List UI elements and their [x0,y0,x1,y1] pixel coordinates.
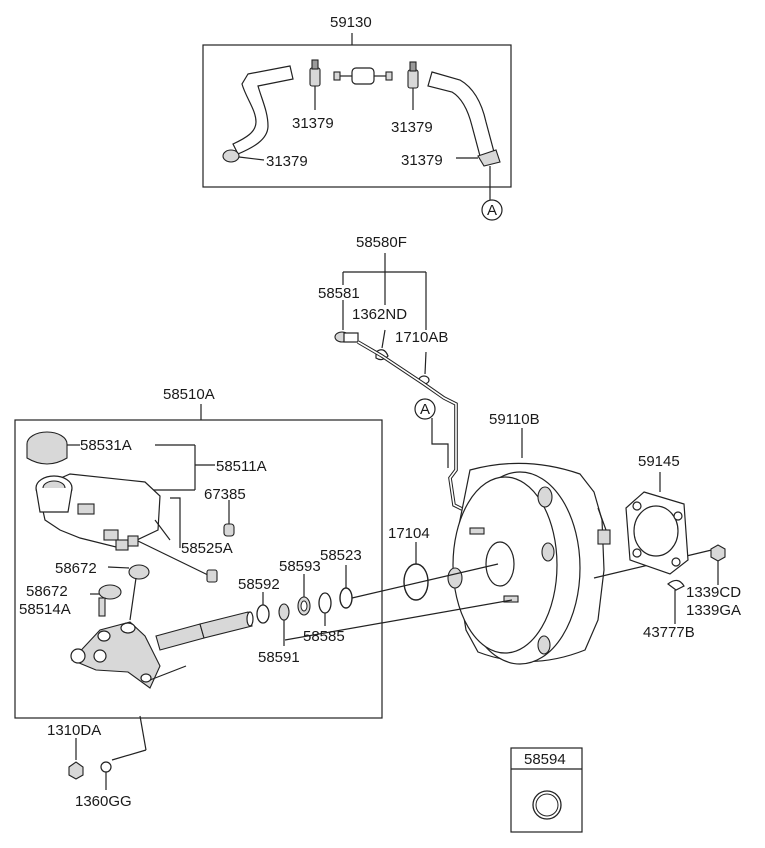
label-1310DA: 1310DA [47,722,101,739]
master-cylinder-body [70,621,161,689]
snap-ring-58523 [339,587,353,609]
label-58591: 58591 [258,649,300,666]
seal-58592 [256,604,270,624]
callout-a-middle [414,398,436,420]
reservoir-seal-lower [98,584,122,600]
label-59110B: 59110B [489,411,540,428]
reservoir-grommet [223,523,235,537]
label-1710AB: 1710AB [395,329,448,346]
label-31379-upper-right: 31379 [391,119,433,136]
label-59145: 59145 [638,453,680,470]
label-43777B: 43777B [643,624,695,641]
label-58581: 58581 [318,285,360,302]
label-58580F: 58580F [356,234,407,251]
left-vacuum-hose [232,65,294,155]
label-59130: 59130 [330,14,372,31]
o-ring-58594 [532,790,562,820]
callout-a-middle-letter: A [420,401,430,418]
label-1339CD: 1339CD [686,584,741,601]
brake-booster [447,428,721,665]
hose-clamp-left [222,149,240,163]
label-58525A: 58525A [181,540,233,557]
label-31379-upper-left: 31379 [292,115,334,132]
fitting-nut-1310DA [68,761,84,780]
right-vacuum-hose [427,71,495,157]
vacuum-pipe [357,340,463,511]
label-58672-upper: 58672 [55,560,97,577]
master-cylinder-box [14,419,383,719]
hose-connector-left [309,59,321,110]
part-58594-box [510,747,583,833]
label-58672-lower: 58672 [26,583,68,600]
label-67385: 67385 [204,486,246,503]
label-58585: 58585 [303,628,345,645]
washer-1360GG [100,761,112,773]
label-58510A: 58510A [163,386,215,403]
hose-connector-right [407,61,419,110]
label-58511A: 58511A [216,458,267,475]
hose-assembly-group [202,33,512,221]
retaining-pin [98,597,106,617]
label-58594: 58594 [524,751,566,768]
booster-gasket [625,472,689,575]
brake-fluid-reservoir [35,473,211,577]
label-58593: 58593 [279,558,321,575]
seal-58591 [278,603,290,621]
label-58531A: 58531A [80,437,132,454]
label-1362ND: 1362ND [352,306,407,323]
label-31379-lower-right: 31379 [401,152,443,169]
vacuum-pipe-group [334,253,463,511]
label-31379-lower-left: 31379 [266,153,308,170]
label-1339GA: 1339GA [686,602,741,619]
check-valve [333,67,393,85]
piston-assembly [155,611,254,651]
reservoir-cap [26,431,80,465]
reservoir-seal-upper [128,564,150,580]
label-58523: 58523 [320,547,362,564]
hose-assembly-box [202,44,512,188]
callout-a-top [481,199,503,221]
seal-58585 [318,592,332,614]
union-bolt [334,331,359,343]
label-58592: 58592 [238,576,280,593]
label-58514A: 58514A [19,601,71,618]
callout-a-top-letter: A [487,202,497,219]
booster-nut [710,544,726,585]
booster-o-ring [403,563,429,601]
label-1360GG: 1360GG [75,793,132,810]
clevis-pin-clip [667,579,685,591]
label-17104: 17104 [388,525,430,542]
